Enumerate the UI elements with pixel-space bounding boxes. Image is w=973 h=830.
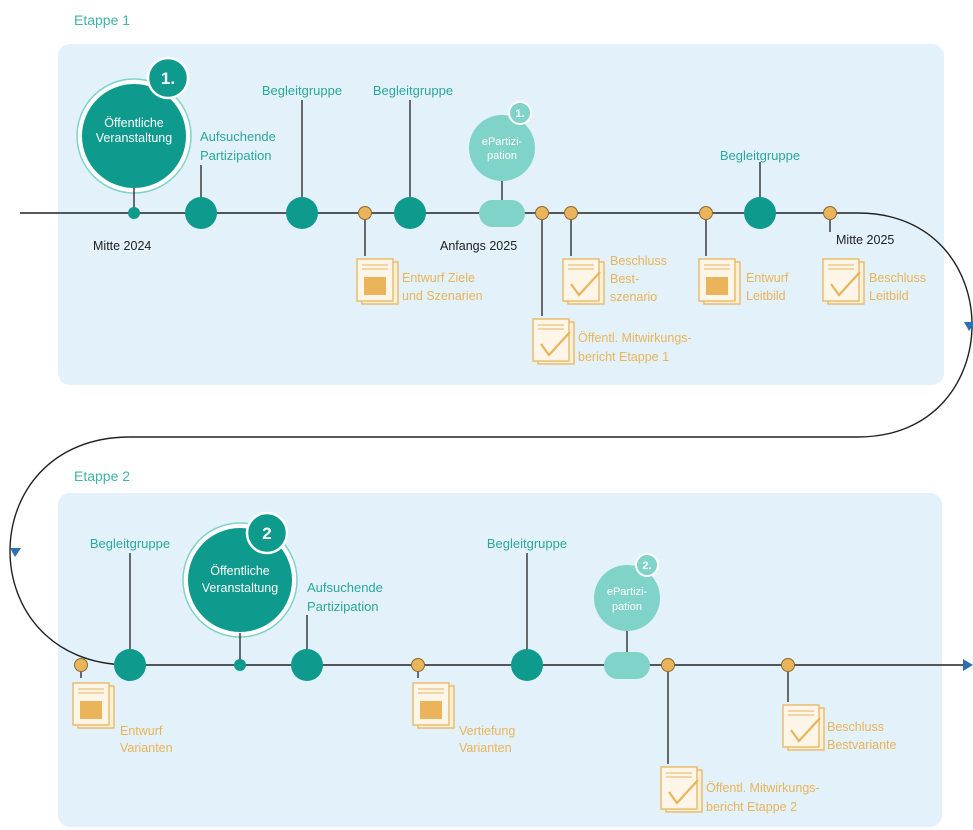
outreach-label-line1: Aufsuchende bbox=[307, 580, 383, 595]
epart-node bbox=[479, 200, 525, 227]
public-event-2: Öffentliche Veranstaltung 2 bbox=[182, 511, 298, 638]
group-node bbox=[286, 197, 318, 229]
document-check-icon bbox=[660, 766, 704, 814]
group-label: Begleitgruppe bbox=[720, 148, 800, 163]
doc-label-line2: Leitbild bbox=[869, 289, 909, 303]
stage1-title: Etappe 1 bbox=[74, 12, 130, 28]
epart-label-line2: pation bbox=[612, 601, 642, 613]
doc-marker bbox=[358, 206, 372, 220]
date-mid-2025: Mitte 2025 bbox=[836, 233, 894, 247]
timeline-line bbox=[9, 212, 973, 666]
epartizipation-1: ePartizi- pation 1. bbox=[469, 101, 535, 181]
document-check-icon bbox=[822, 258, 866, 306]
event-label-line2: Veranstaltung bbox=[96, 131, 172, 145]
group-label: Begleitgruppe bbox=[373, 83, 453, 98]
epart-label-line1: ePartizi- bbox=[482, 136, 523, 148]
doc-label-line2: Best- bbox=[610, 272, 639, 286]
arrow-down-icon bbox=[10, 548, 21, 557]
event-label-line1: Öffentliche bbox=[210, 564, 270, 578]
stage2-title: Etappe 2 bbox=[74, 468, 130, 484]
event-label-line2: Veranstaltung bbox=[202, 581, 278, 595]
epart-label-line1: ePartizi- bbox=[607, 586, 648, 598]
doc-marker bbox=[699, 206, 713, 220]
doc-label-line1: Entwurf bbox=[120, 724, 163, 738]
document-icon bbox=[72, 682, 115, 729]
doc-marker bbox=[74, 658, 88, 672]
doc-marker bbox=[661, 658, 675, 672]
milestone-dot bbox=[128, 207, 140, 219]
group-label: Begleitgruppe bbox=[487, 536, 567, 551]
doc-marker bbox=[411, 658, 425, 672]
doc-label-line1: Entwurf Ziele bbox=[402, 271, 475, 285]
group-node bbox=[114, 649, 146, 681]
doc-label-line2: bericht Etappe 1 bbox=[578, 350, 669, 364]
doc-label-line1: Beschluss bbox=[610, 254, 667, 268]
group-label: Begleitgruppe bbox=[262, 83, 342, 98]
arrow-down-icon bbox=[964, 322, 973, 331]
doc-label-line1: Beschluss bbox=[827, 720, 884, 734]
document-check-icon bbox=[562, 258, 606, 306]
epartizipation-2: ePartizi- pation 2. bbox=[594, 553, 660, 631]
arrow-right-icon bbox=[963, 659, 973, 671]
event-number: 2 bbox=[262, 524, 271, 543]
public-event-1: Öffentliche Veranstaltung 1. bbox=[76, 56, 192, 194]
doc-label-line1: Öffentl. Mitwirkungs- bbox=[578, 331, 692, 345]
group-label: Begleitgruppe bbox=[90, 536, 170, 551]
epart-node bbox=[604, 652, 650, 679]
date-mid-2024: Mitte 2024 bbox=[93, 239, 151, 253]
doc-label-line1: Öffentl. Mitwirkungs- bbox=[706, 781, 820, 795]
doc-label-line2: und Szenarien bbox=[402, 289, 483, 303]
doc-label-line3: szenario bbox=[610, 290, 657, 304]
document-icon bbox=[412, 682, 455, 729]
epart-label-line2: pation bbox=[487, 150, 517, 162]
outreach-label-line2: Partizipation bbox=[200, 148, 272, 163]
group-node bbox=[394, 197, 426, 229]
group-node bbox=[744, 197, 776, 229]
document-check-icon bbox=[532, 318, 576, 366]
epart-number: 2. bbox=[642, 560, 651, 572]
doc-label-line2: Bestvariante bbox=[827, 738, 897, 752]
doc-label-line1: Vertiefung bbox=[459, 724, 515, 738]
epart-number: 1. bbox=[515, 108, 524, 120]
outreach-label-line2: Partizipation bbox=[307, 599, 379, 614]
doc-marker bbox=[781, 658, 795, 672]
outreach-node bbox=[185, 197, 217, 229]
doc-label-line2: Varianten bbox=[120, 741, 173, 755]
event-label-line1: Öffentliche bbox=[104, 116, 164, 130]
doc-label-line1: Entwurf bbox=[746, 271, 789, 285]
document-icon bbox=[356, 258, 399, 305]
doc-marker bbox=[564, 206, 578, 220]
doc-label-line1: Beschluss bbox=[869, 271, 926, 285]
outreach-label-line1: Aufsuchende bbox=[200, 129, 276, 144]
doc-marker bbox=[823, 206, 837, 220]
doc-label-line2: Varianten bbox=[459, 741, 512, 755]
doc-label-line2: bericht Etappe 2 bbox=[706, 800, 797, 814]
doc-label-line2: Leitbild bbox=[746, 289, 786, 303]
outreach-node bbox=[291, 649, 323, 681]
date-early-2025: Anfangs 2025 bbox=[440, 239, 517, 253]
doc-marker bbox=[535, 206, 549, 220]
milestone-dot bbox=[234, 659, 246, 671]
document-check-icon bbox=[782, 704, 826, 752]
document-icon bbox=[698, 258, 741, 305]
group-node bbox=[511, 649, 543, 681]
event-number: 1. bbox=[161, 69, 175, 88]
